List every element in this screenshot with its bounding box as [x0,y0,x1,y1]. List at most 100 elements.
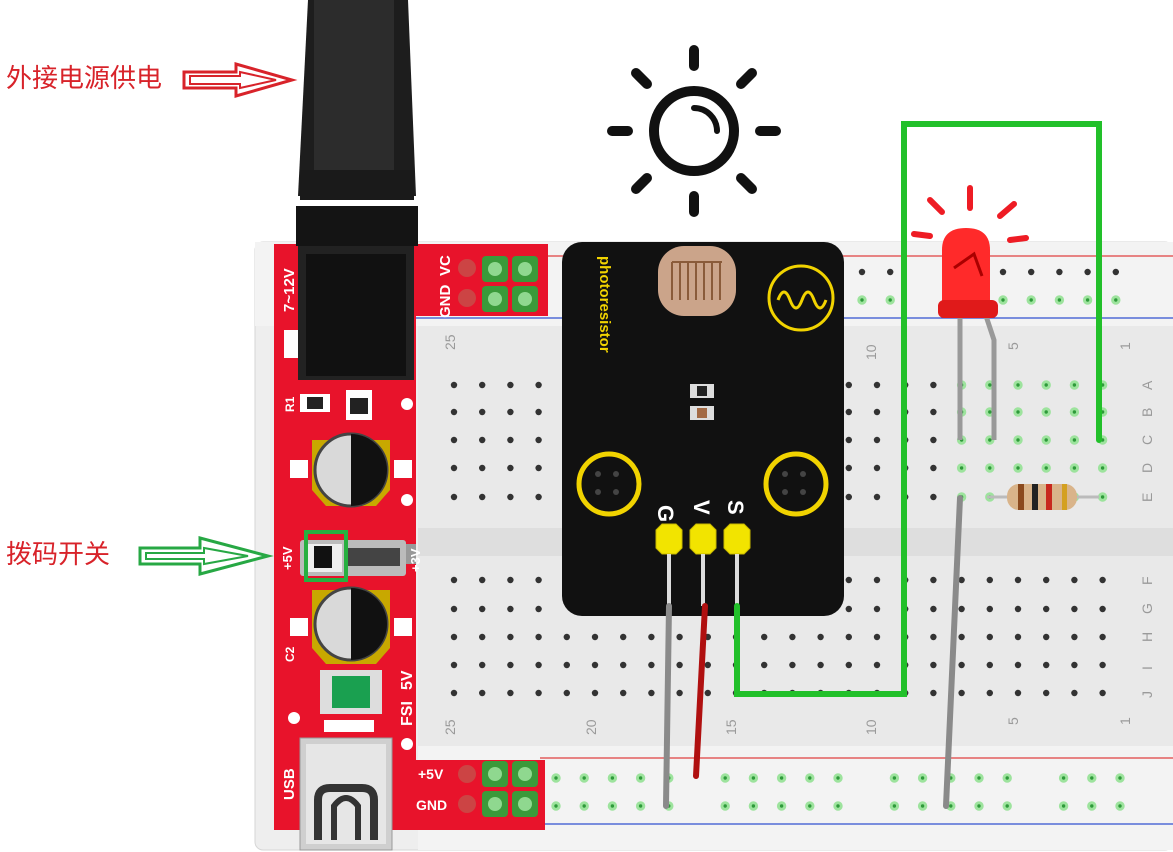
breadboard-hole [1099,605,1106,613]
breadboard-hole [648,661,655,669]
breadboard-hole [507,605,514,613]
col-label-1-top: 1 [1117,342,1133,350]
breadboard-hole [579,773,589,783]
breadboard-hole [1043,633,1050,641]
breadboard-hole [958,633,965,641]
breadboard-hole [479,605,486,613]
photoresistor-icon [658,246,736,316]
breadboard-hole [1071,605,1078,613]
breadboard-hole [676,689,683,697]
row-label: B [1139,408,1155,417]
breadboard-hole [479,436,486,444]
breadboard-hole [535,464,542,472]
resistor [987,484,1099,510]
breadboard-hole [956,463,967,473]
breadboard-hole [507,381,514,389]
breadboard-hole [535,605,542,613]
breadboard-hole [930,493,937,501]
breadboard-hole [450,464,458,472]
breadboard-hole [1058,773,1069,783]
breadboard-hole [1069,407,1080,417]
breadboard-hole [535,576,542,584]
switch-right-label: +3V [408,548,423,572]
switch-left-label: +5V [280,546,295,570]
breadboard-hole [1084,268,1091,276]
breadboard-hole [917,801,928,811]
breadboard-hole [635,773,646,783]
breadboard-hole [676,661,683,669]
breadboard-hole [507,464,514,472]
breadboard-hole [620,661,627,669]
resistor-ref-label: R1 [283,396,297,412]
breadboard-hole [930,464,937,472]
breadboard-hole [845,408,852,416]
breadboard-hole [535,689,542,697]
breadboard-hole [845,633,852,641]
breadboard-hole [450,576,458,584]
breadboard-hole [930,408,937,416]
breadboard-hole [986,633,993,641]
breadboard-hole [999,268,1007,276]
breadboard-hole [551,801,561,811]
breadboard-hole [845,464,852,472]
breadboard-hole [563,661,570,669]
led-glow-icon [911,185,1029,243]
switch-arrow-icon [138,536,274,576]
breadboard-hole [479,381,486,389]
breadboard-hole [563,633,570,641]
row-label: C [1139,435,1155,445]
breadboard-hole [761,661,768,669]
breadboard-hole [1099,689,1106,697]
row-label: G [1139,603,1155,614]
breadboard-hole [789,633,796,641]
row-label: H [1139,632,1155,642]
breadboard-hole [607,773,618,783]
breadboard-hole [450,605,458,613]
dip-switch-annotation: 拨码开关 [6,540,111,570]
breadboard-hole [507,493,514,501]
breadboard-hole [1043,689,1050,697]
pin-v-label: V [689,500,714,515]
breadboard-hole [507,436,514,444]
breadboard-hole [858,268,866,276]
breadboard-hole [930,633,937,641]
wire-led-gray [943,495,963,809]
breadboard-hole [1002,801,1012,811]
breadboard-hole [1014,633,1022,641]
breadboard-hole [450,689,458,697]
breadboard-hole [479,408,486,416]
breadboard-hole [1043,576,1050,584]
breadboard-hole [535,633,542,641]
breadboard-hole [974,801,984,811]
breadboard-hole [479,493,486,501]
breadboard-hole [1043,605,1050,613]
bottom-plus5v-label: +5V [418,766,444,782]
breadboard-hole [873,605,881,613]
row-label: J [1139,691,1155,698]
breadboard-hole [986,605,993,613]
breadboard-hole [450,633,458,641]
breadboard-hole [507,661,514,669]
breadboard-hole [507,633,514,641]
breadboard-hole [450,381,458,389]
breadboard-hole [1071,633,1078,641]
breadboard-hole [591,661,599,669]
breadboard-hole [958,605,965,613]
barrel-plug [296,0,418,246]
breadboard-hole [873,633,881,641]
breadboard-hole [974,773,984,783]
breadboard-hole [1002,773,1012,783]
breadboard-hole [857,295,867,305]
breadboard-hole [1041,435,1051,445]
fuse-label: FSI [399,701,416,726]
breadboard-hole [1111,295,1121,305]
col-label-15-bottom: 15 [723,719,739,735]
header-gnd-label: GND [437,285,454,319]
col-label-25-bottom: 25 [442,719,458,735]
breadboard-hole [1014,689,1022,697]
breadboard-hole [776,801,787,811]
breadboard-hole [1099,633,1106,641]
breadboard-hole [648,689,655,697]
breadboard-hole [704,689,711,697]
breadboard-hole [930,689,937,697]
